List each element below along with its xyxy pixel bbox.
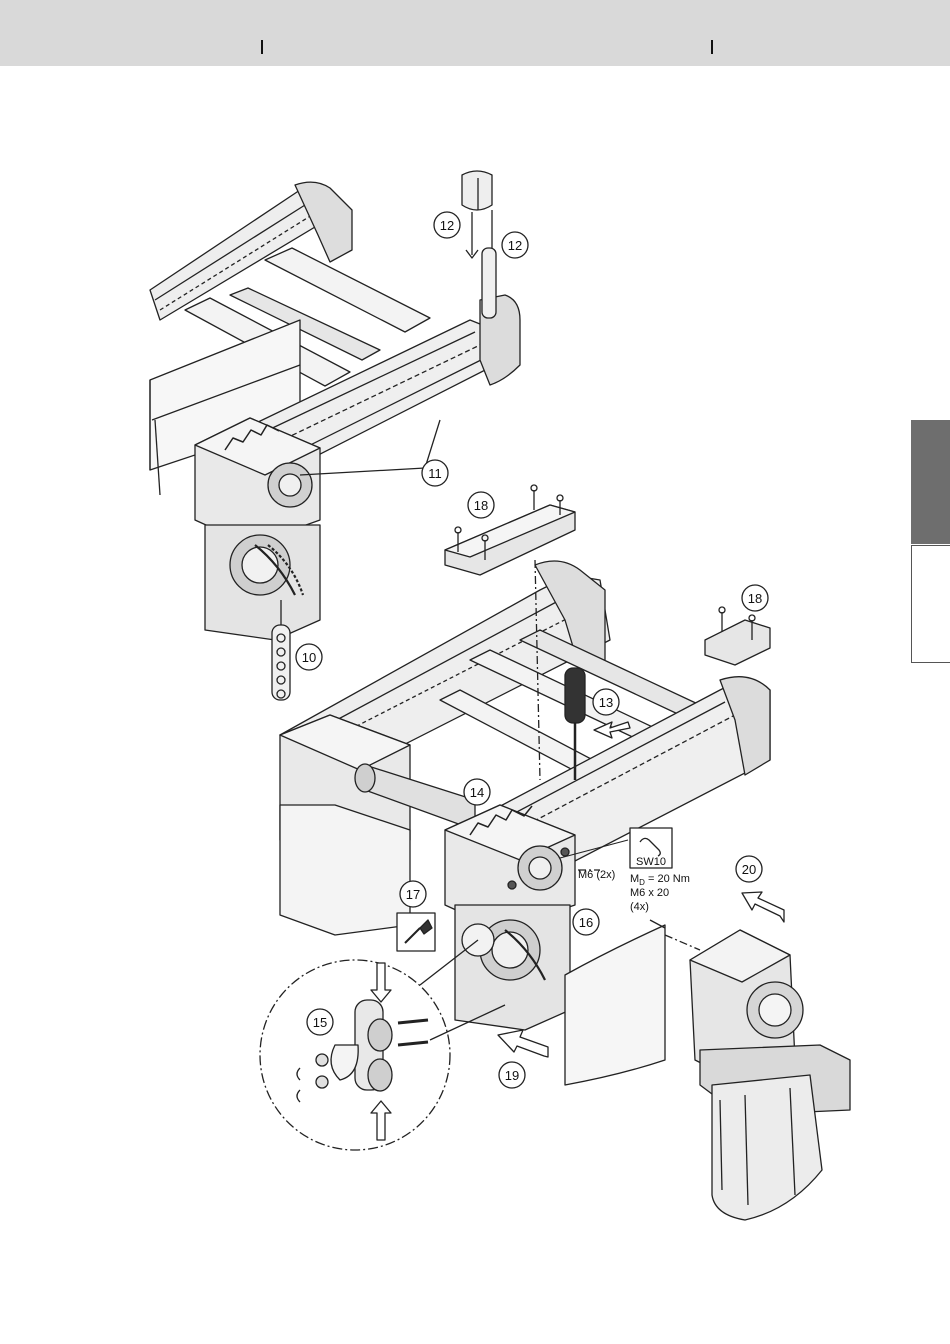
callout-12-b-label: 12: [508, 238, 522, 253]
callout-17-label: 17: [406, 887, 420, 902]
gear-motor-20: [690, 892, 850, 1220]
callout-11-label: 11: [428, 466, 442, 481]
callout-14-label: 14: [470, 785, 484, 800]
arrow-19: [498, 1030, 548, 1057]
callout-18-b-label: 18: [748, 591, 762, 606]
cover-plate-16: [565, 920, 665, 1085]
screw-size-label: M6 x 20: [630, 887, 669, 899]
callout-12-a-label: 12: [440, 218, 454, 233]
callout-20-label: 20: [742, 862, 756, 877]
chain-lock-12: [462, 171, 496, 318]
screw-qty-label: (4x): [630, 901, 649, 913]
callout-19-label: 19: [505, 1068, 519, 1083]
callout-15-label: 15: [313, 1015, 327, 1030]
m6-2x-label: M6 (2x): [578, 869, 615, 881]
wrench-size-label: SW10: [636, 856, 666, 868]
callout-10-label: 10: [302, 650, 316, 665]
callout-16-label: 16: [579, 915, 593, 930]
callout-18-a-label: 18: [474, 498, 488, 513]
upper-conveyor-unit: [150, 171, 520, 700]
callout-13-label: 13: [599, 695, 613, 710]
bearing-plate-18-right: [705, 607, 770, 665]
brush-tool-box-17: [397, 913, 435, 951]
torque-label: MD = 20 Nm: [630, 873, 690, 887]
